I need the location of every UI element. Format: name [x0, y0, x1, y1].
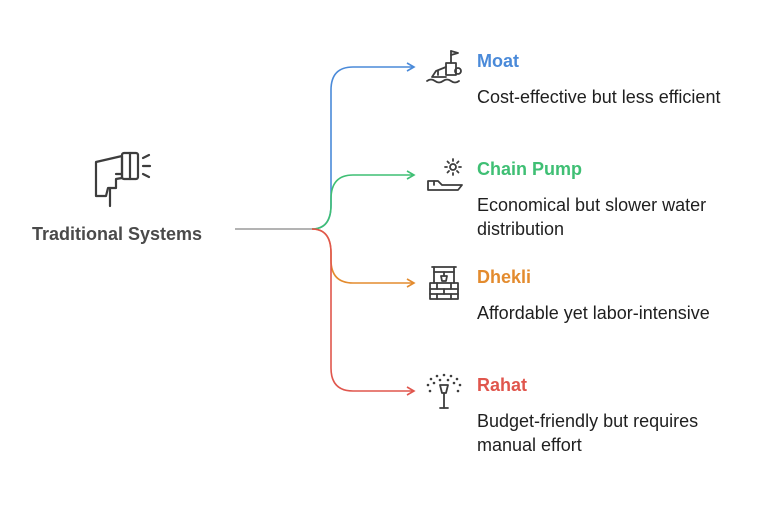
gear-pump-icon [427, 158, 463, 191]
branch-title: Dhekli [477, 267, 532, 287]
castle-moat-icon [426, 50, 462, 84]
branch-description: Affordable yet labor-intensive [477, 303, 710, 323]
branch-title: Chain Pump [477, 159, 583, 179]
branch-description: Economical but slower water distribution [477, 195, 707, 239]
branch-description: Budget-friendly but requires manual effo… [477, 411, 699, 455]
connector-rahat [311, 228, 416, 396]
water-well-icon [429, 266, 459, 300]
root-label: Traditional Systems [32, 224, 203, 244]
connector-chain-pump [311, 170, 416, 230]
hose-nozzle-icon [94, 151, 152, 208]
branch-title: Moat [477, 51, 519, 71]
branch-title: Rahat [477, 375, 528, 395]
branch-description: Cost-effective but less efficient [477, 87, 721, 107]
connector-moat [311, 62, 416, 230]
sprinkler-icon [426, 373, 462, 409]
